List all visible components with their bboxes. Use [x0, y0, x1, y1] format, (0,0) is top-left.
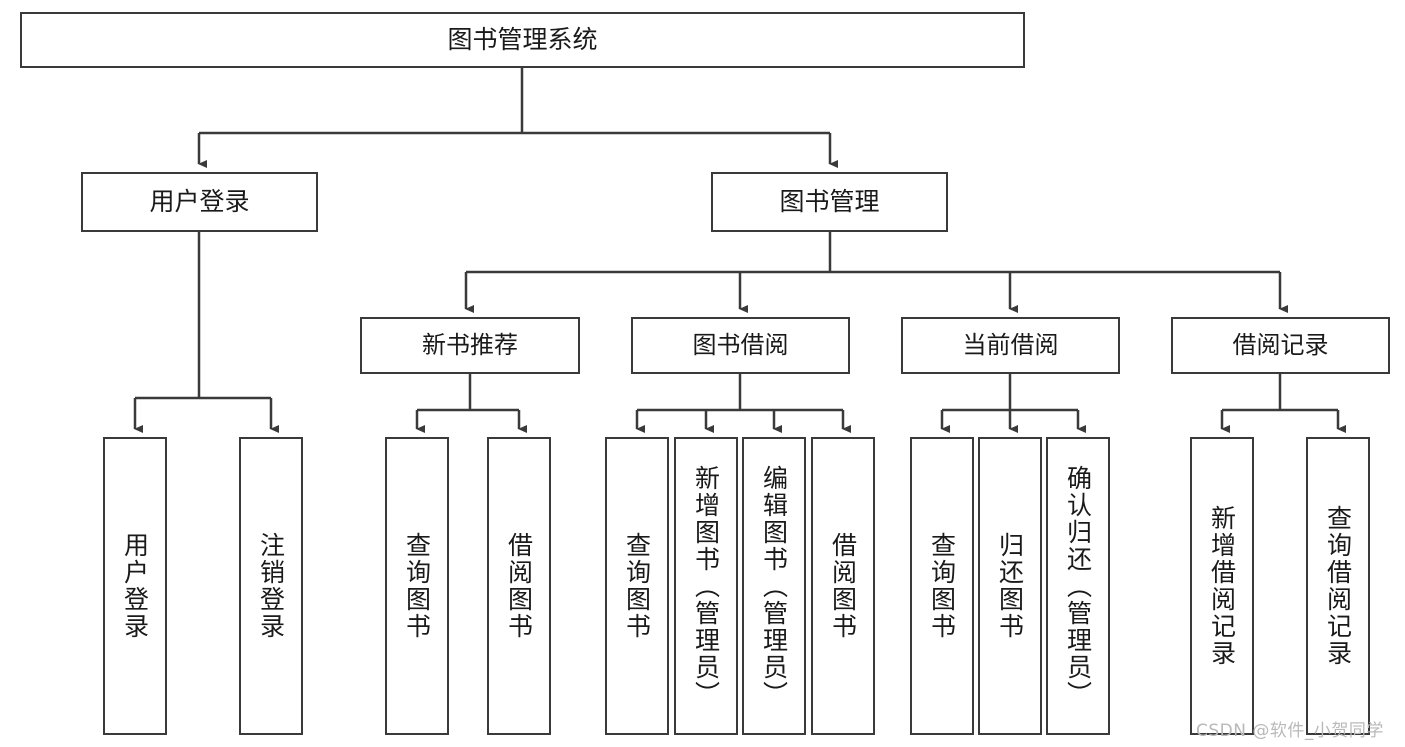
node-label: 用户登录	[149, 186, 250, 216]
watermark-credit: CSDN @软件_小贺同学	[1196, 721, 1384, 741]
node-label: 查询图书	[927, 532, 957, 640]
node-new-book-recommend[interactable]: 新书推荐	[360, 317, 580, 374]
node-label: 确认归还（管理员）	[1063, 464, 1093, 708]
node-label: 查询图书	[402, 532, 432, 640]
node-label: 新书推荐	[422, 330, 518, 359]
node-borrow-record[interactable]: 借阅记录	[1171, 317, 1390, 374]
node-root-system[interactable]: 图书管理系统	[20, 12, 1025, 68]
node-label: 图书管理	[779, 186, 880, 216]
node-label: 当前借阅	[962, 330, 1059, 359]
node-label: 图书借阅	[692, 330, 789, 359]
node-leaf-confirm-return[interactable]: 确认归还（管理员）	[1046, 437, 1110, 735]
node-current-borrow[interactable]: 当前借阅	[901, 317, 1120, 374]
node-leaf-borrow-book[interactable]: 借阅图书	[811, 437, 875, 735]
node-user-login[interactable]: 用户登录	[81, 172, 318, 232]
node-label: 新增借阅记录	[1207, 505, 1237, 667]
node-leaf-query-book-recommend[interactable]: 查询图书	[385, 437, 449, 735]
node-leaf-add-borrow-record[interactable]: 新增借阅记录	[1190, 437, 1254, 735]
node-label: 查询图书	[622, 532, 652, 640]
node-book-management[interactable]: 图书管理	[711, 172, 948, 232]
node-label: 图书管理系统	[447, 24, 598, 54]
node-leaf-logout-login[interactable]: 注销登录	[239, 437, 303, 735]
node-label: 归还图书	[995, 532, 1025, 640]
node-leaf-query-book-current[interactable]: 查询图书	[910, 437, 974, 735]
node-label: 借阅记录	[1232, 330, 1329, 359]
node-leaf-return-book[interactable]: 归还图书	[978, 437, 1042, 735]
node-label: 借阅图书	[828, 532, 858, 640]
node-leaf-query-book-borrow[interactable]: 查询图书	[605, 437, 669, 735]
node-label: 用户登录	[120, 532, 150, 640]
node-label: 查询借阅记录	[1323, 505, 1353, 667]
node-leaf-add-book[interactable]: 新增图书（管理员）	[674, 437, 738, 735]
node-label: 借阅图书	[504, 532, 534, 640]
node-label: 编辑图书（管理员）	[759, 464, 789, 708]
node-label: 注销登录	[256, 532, 286, 640]
node-leaf-query-borrow-record[interactable]: 查询借阅记录	[1306, 437, 1370, 735]
node-leaf-edit-book[interactable]: 编辑图书（管理员）	[742, 437, 806, 735]
node-book-borrow[interactable]: 图书借阅	[631, 317, 850, 374]
node-leaf-user-login[interactable]: 用户登录	[103, 437, 167, 735]
node-leaf-borrow-book-recommend[interactable]: 借阅图书	[487, 437, 551, 735]
node-label: 新增图书（管理员）	[691, 464, 721, 708]
